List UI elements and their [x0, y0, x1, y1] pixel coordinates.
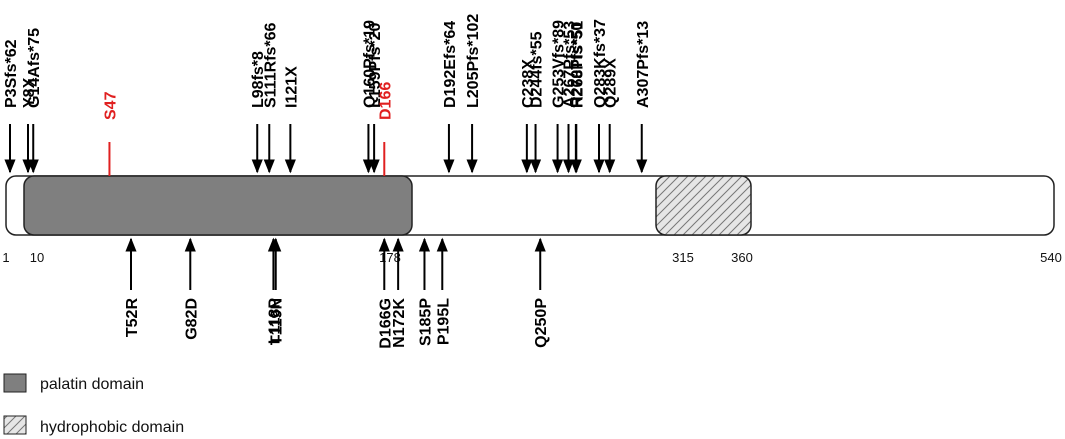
mutation-label: G82D [183, 298, 200, 340]
bottom-mutation: N172K [391, 237, 408, 348]
mutation-label: G253Vfs*89 [551, 20, 568, 108]
top-mutation: L159Pfs*20 [367, 23, 384, 174]
hydrophobic-domain [655, 175, 752, 236]
top-mutation: Q283Kfs*37 [592, 19, 609, 174]
mutation-label: Q283Kfs*37 [592, 19, 609, 108]
legend: palatin domain hydrophobic domain [3, 373, 184, 436]
top-mutation: A307Pfs*13 [635, 21, 652, 174]
legend-swatch-palatin [3, 373, 27, 393]
mutation-label: D166G [377, 298, 394, 349]
mutation-label: S185P [417, 298, 434, 346]
mutation-label: P195L [435, 298, 452, 345]
bottom-mutation: S185P [417, 237, 434, 346]
position-label: 10 [30, 250, 44, 265]
top-mutation: G253Vfs*89 [551, 20, 568, 174]
top-mutation: D166 [377, 82, 394, 176]
mutation-label: Q160Pfs*19 [361, 20, 378, 108]
top-mutation: L98fs*8 [250, 51, 267, 174]
top-mutation: S47 [102, 91, 119, 176]
top-mutation: D244fs*55 [529, 31, 546, 174]
mutation-label: Q289X [603, 58, 620, 108]
mutation-label: S111Rfs*66 [262, 22, 279, 108]
top-mutation: D192Efs*64 [442, 21, 459, 174]
mutation-label: G14Afs*75 [26, 28, 43, 108]
mutation-label: C238X [520, 59, 537, 108]
mutation-label: L205Pfs*102 [465, 14, 482, 108]
mutation-label: P3Sfs*62 [3, 39, 20, 108]
mutation-label: A267Pfs*53 [562, 21, 579, 108]
bottom-mutation: P195L [435, 237, 452, 345]
top-mutation: H270Tfs*50 [569, 22, 586, 174]
mutation-label: Y8X [21, 77, 38, 108]
position-labels: 1 10 178 315 360 540 [2, 250, 1061, 265]
top-mutation: L205Pfs*102 [465, 14, 482, 174]
bottom-mutation: T52R [124, 237, 141, 338]
top-mutation: P3Sfs*62 [3, 39, 20, 174]
mutation-label: L118P [266, 298, 283, 345]
bottom-mutation: Q250P [533, 237, 550, 348]
top-mutation: A267Pfs*53 [562, 21, 579, 174]
mutation-label: H270Tfs*50 [569, 22, 586, 108]
legend-swatch-hydrophobic [3, 415, 27, 435]
bottom-mutation: G82D [183, 237, 200, 340]
mutation-label: L98fs*8 [250, 51, 267, 108]
mutation-label: D244fs*55 [529, 31, 546, 108]
mutation-label: D192Efs*64 [442, 21, 459, 108]
mutation-label: R268Pfs*51 [569, 21, 586, 108]
mutation-label: I121X [283, 66, 300, 108]
top-mutation: Q160Pfs*19 [361, 20, 378, 174]
mutation-label: Q250P [533, 298, 550, 348]
position-label: 1 [2, 250, 9, 265]
top-mutation: C238X [520, 59, 537, 174]
palatin-domain [23, 175, 413, 236]
mutation-label: L159Pfs*20 [367, 23, 384, 108]
bottom-mutation: T119N [269, 237, 286, 345]
top-mutation: G14Afs*75 [26, 28, 43, 174]
legend-label-hydrophobic: hydrophobic domain [40, 419, 184, 436]
mutation-label: S47 [102, 91, 119, 120]
top-mutation: Q289X [603, 58, 620, 174]
position-label: 360 [731, 250, 753, 265]
legend-label-palatin: palatin domain [40, 376, 144, 393]
bottom-mutation: D166G [377, 237, 394, 349]
top-mutation: S111Rfs*66 [262, 22, 279, 174]
position-label: 540 [1040, 250, 1062, 265]
mutation-label: T52R [124, 298, 141, 338]
top-mutation: I121X [283, 66, 300, 174]
mutation-label: T119N [269, 298, 286, 345]
mutation-label: D166 [377, 82, 394, 120]
position-label: 315 [672, 250, 694, 265]
mutation-label: N172K [391, 298, 408, 348]
mutation-label: A307Pfs*13 [635, 21, 652, 108]
